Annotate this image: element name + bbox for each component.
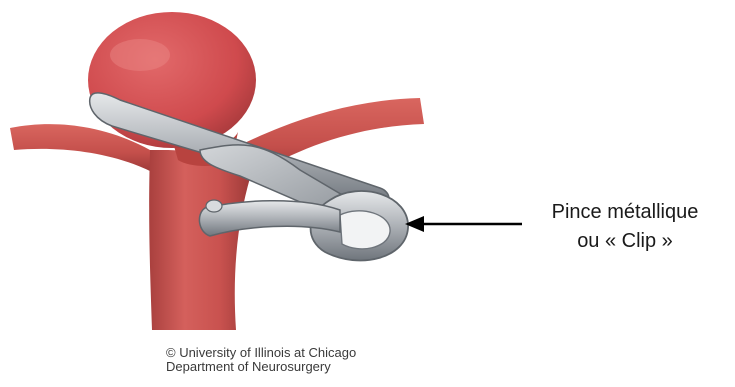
callout-line-2: ou « Clip » — [520, 227, 730, 256]
aneurysm-highlight — [110, 39, 170, 71]
credit-line-1: © University of Illinois at Chicago — [166, 346, 356, 360]
main-trunk-artery — [149, 150, 250, 330]
callout-line-1: Pince métallique — [520, 198, 730, 227]
credit-line-2: Department of Neurosurgery — [166, 360, 356, 374]
image-credit: © University of Illinois at Chicago Depa… — [166, 346, 356, 374]
clip-callout-label: Pince métallique ou « Clip » — [520, 198, 730, 256]
clip-tip-ring — [206, 200, 222, 212]
